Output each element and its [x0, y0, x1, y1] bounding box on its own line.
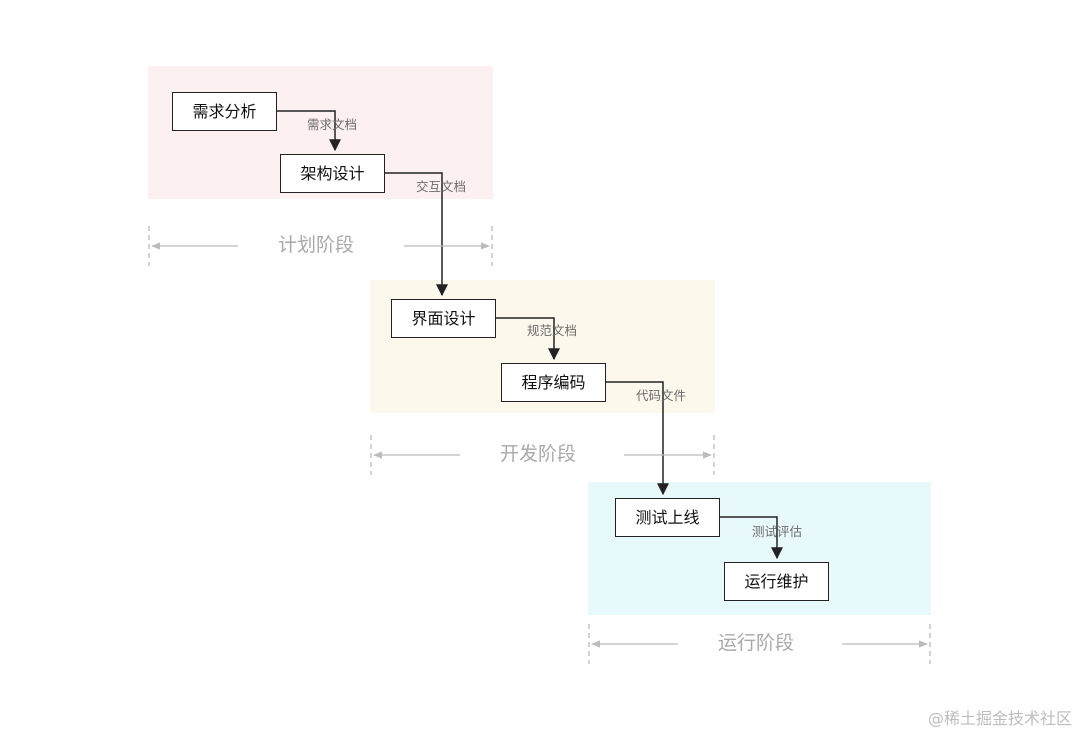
step-requirements-analysis: 需求分析: [172, 92, 277, 131]
phase-label-plan: 计划阶段: [278, 234, 355, 256]
step-operation-maintenance: 运行维护: [724, 562, 829, 601]
step-interface-design: 界面设计: [391, 299, 496, 338]
doc-label-specification: 规范文档: [527, 323, 578, 338]
phase-span-dev: [370, 435, 715, 475]
doc-label-test-evaluation: 测试评估: [752, 524, 803, 539]
phase-span-plan: [148, 226, 493, 266]
step-testing-launch: 测试上线: [615, 498, 720, 537]
phase-label-dev: 开发阶段: [500, 443, 577, 465]
doc-label-interaction: 交互文档: [416, 179, 467, 194]
watermark: @稀土掘金技术社区: [927, 709, 1072, 728]
connector-1-2: [277, 110, 341, 152]
connector-2-3: [385, 172, 448, 297]
doc-label-requirements: 需求文档: [307, 117, 358, 132]
connector-5-6: [720, 516, 783, 560]
doc-label-code-files: 代码文件: [636, 388, 687, 403]
step-programming: 程序编码: [501, 363, 606, 402]
phase-span-ops: [588, 624, 931, 664]
connector-3-4: [496, 317, 560, 361]
step-architecture-design: 架构设计: [280, 154, 385, 193]
connector-4-5: [606, 381, 669, 496]
phase-label-ops: 运行阶段: [718, 632, 795, 654]
